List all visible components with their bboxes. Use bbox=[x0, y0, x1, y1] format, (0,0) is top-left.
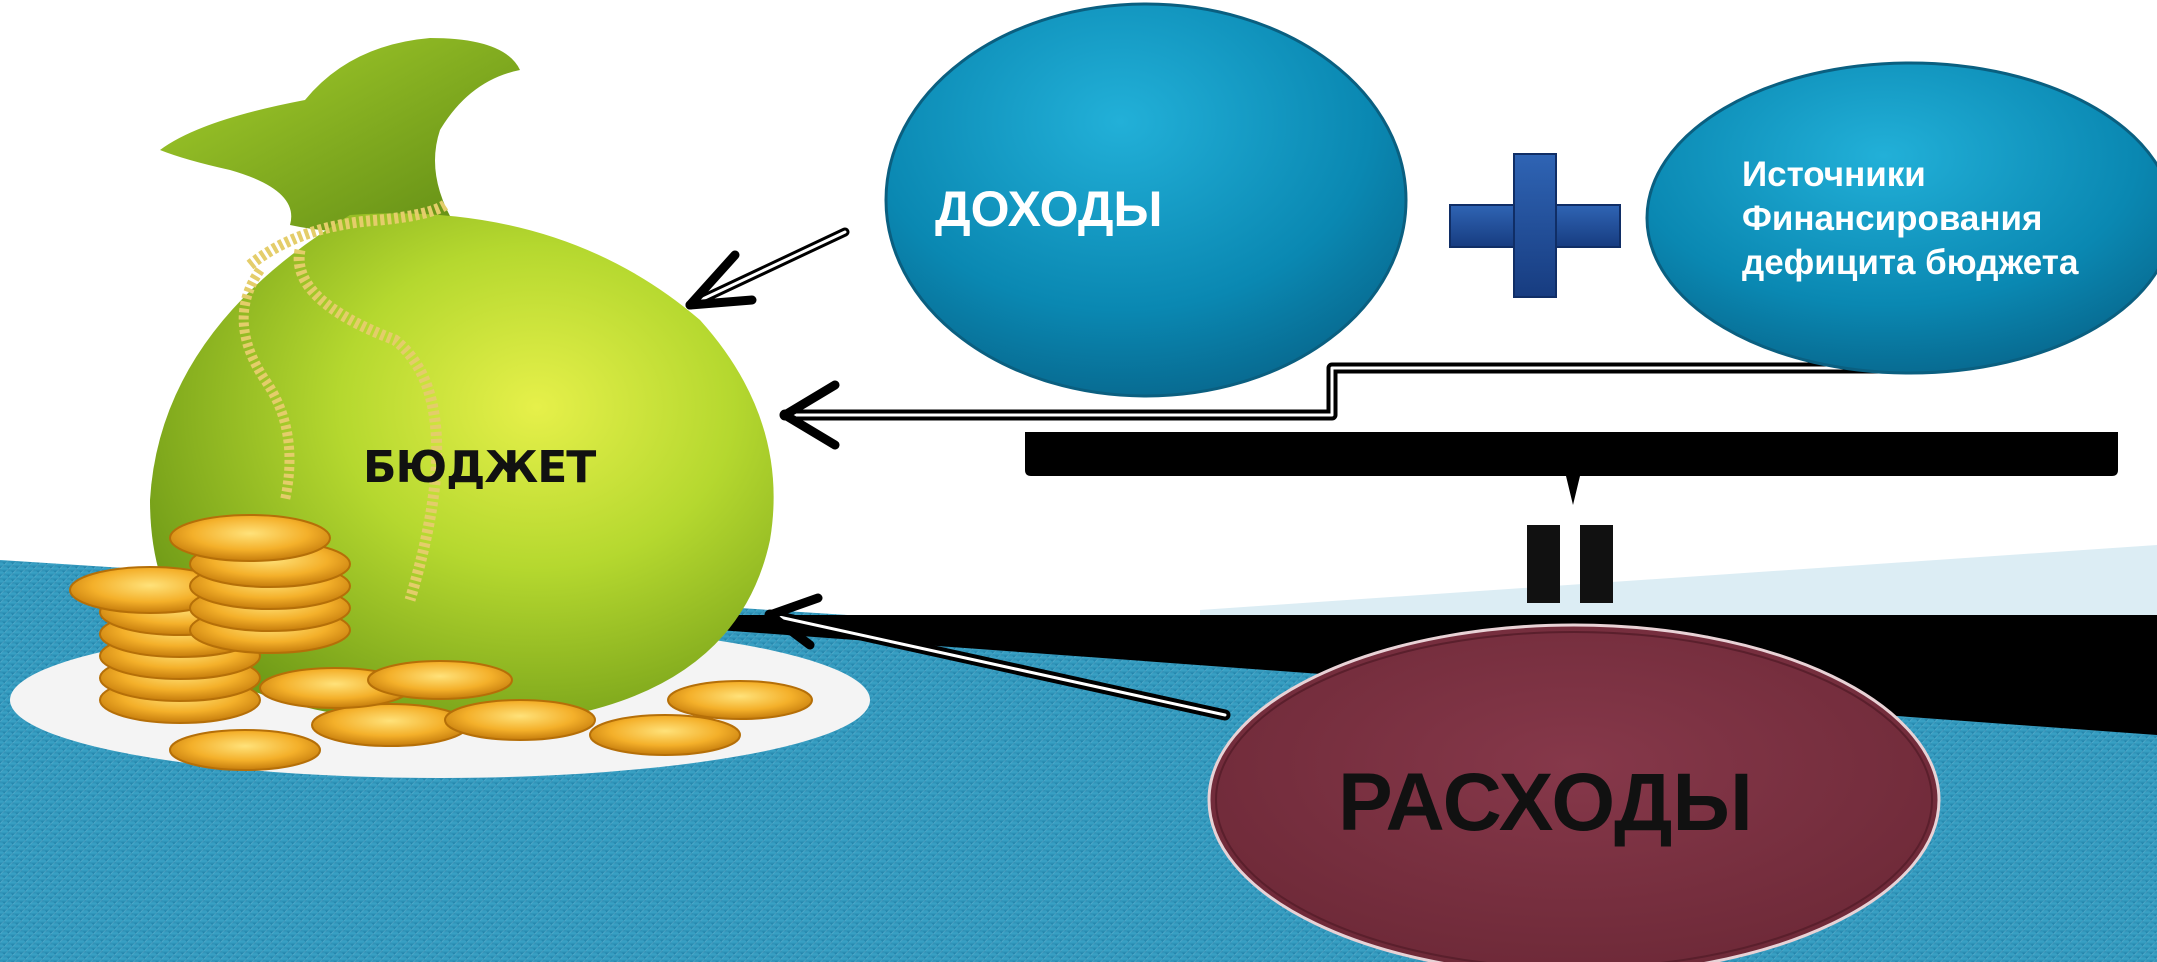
income-label: ДОХОДЫ bbox=[935, 181, 1163, 237]
sources-arrow-head bbox=[780, 380, 840, 450]
income-arrow-head bbox=[685, 250, 757, 310]
sources-arrow-shaft bbox=[779, 362, 1901, 421]
budget-label: БЮДЖЕТ bbox=[363, 442, 596, 493]
expenses-arrow-head bbox=[765, 593, 823, 650]
sources-ellipse bbox=[1645, 61, 2157, 375]
bag-neck bbox=[160, 38, 520, 233]
coins bbox=[69, 514, 813, 771]
expenses-label: РАСХОДЫ bbox=[1338, 757, 1753, 848]
income-ellipse bbox=[884, 2, 1408, 398]
plus-icon bbox=[1449, 153, 1621, 298]
financing-sources-line-1: Источники bbox=[1742, 155, 1926, 194]
bag-rope-tie bbox=[246, 200, 449, 270]
bag-rope bbox=[293, 248, 443, 602]
brace-bracket bbox=[1025, 432, 2118, 505]
expenses-ellipse bbox=[1207, 623, 1941, 962]
financing-sources-line-2: Финансирования bbox=[1742, 199, 2043, 238]
financing-sources-line-3: дефицита бюджета bbox=[1742, 243, 2079, 282]
arrows bbox=[685, 227, 1901, 721]
money-bag bbox=[10, 38, 870, 778]
financing-sources-label: Источники Финансирования дефицита бюджет… bbox=[1742, 153, 2132, 285]
equals-icon bbox=[1527, 525, 1613, 603]
